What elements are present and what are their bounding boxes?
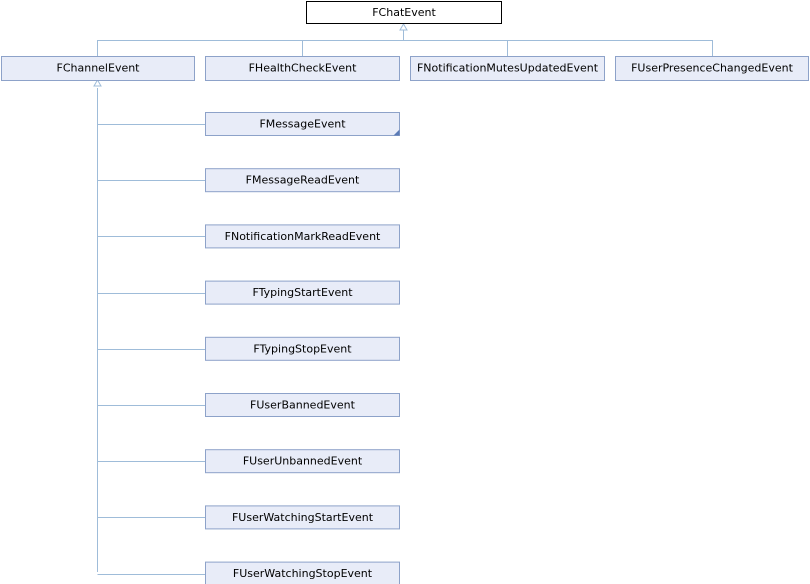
channel-branches — [97, 124, 206, 575]
node-box — [205, 56, 400, 81]
node-box — [306, 1, 502, 24]
class-node-channel-event[interactable]: FChannelEvent — [1, 56, 195, 81]
node-box — [205, 505, 400, 530]
arrowhead-root — [399, 23, 408, 31]
class-node-notification-mutes-event[interactable]: FNotificationMutesUpdatedEvent — [410, 56, 605, 81]
node-label: FNotificationMarkReadEvent — [225, 230, 381, 243]
node-box — [615, 56, 809, 81]
class-node-channel-child[interactable]: FUserUnbannedEvent — [205, 449, 400, 474]
node-label: FUserBannedEvent — [250, 399, 356, 412]
channel-event-subclasses: FMessageEventFMessageReadEventFNotificat… — [205, 112, 400, 584]
node-label: FTypingStopEvent — [253, 342, 352, 355]
node-label: FNotificationMutesUpdatedEvent — [417, 62, 599, 75]
node-box — [205, 561, 400, 584]
node-box — [205, 112, 400, 136]
class-node-channel-child[interactable]: FTypingStartEvent — [205, 280, 400, 305]
node-box — [205, 280, 400, 305]
node-box — [1, 56, 195, 81]
class-node-channel-child[interactable]: FMessageEvent — [205, 112, 400, 136]
node-label: FChannelEvent — [57, 62, 141, 75]
node-label: FMessageReadEvent — [246, 174, 360, 187]
node-label: FHealthCheckEvent — [249, 62, 357, 75]
node-box — [205, 449, 400, 474]
node-box — [205, 168, 400, 193]
arrowhead-channel — [93, 79, 102, 87]
class-node-channel-child[interactable]: FUserWatchingStartEvent — [205, 505, 400, 530]
class-node-user-presence-event[interactable]: FUserPresenceChangedEvent — [615, 56, 809, 81]
node-label: FUserPresenceChangedEvent — [631, 62, 793, 75]
class-node-channel-child[interactable]: FTypingStopEvent — [205, 336, 400, 361]
node-label: FUserUnbannedEvent — [243, 455, 363, 468]
node-box — [205, 393, 400, 417]
node-label: FTypingStartEvent — [252, 286, 353, 299]
node-label: FMessageEvent — [259, 118, 346, 131]
node-label: FUserWatchingStopEvent — [233, 567, 373, 580]
class-node-health-check-event[interactable]: FHealthCheckEvent — [205, 56, 400, 81]
class-node-channel-child[interactable]: FUserBannedEvent — [205, 393, 400, 417]
class-node-root[interactable]: FChatEvent — [306, 1, 502, 24]
node-label: FChatEvent — [372, 6, 436, 19]
node-box — [205, 336, 400, 361]
class-node-channel-child[interactable]: FMessageReadEvent — [205, 168, 400, 193]
node-box — [205, 224, 400, 249]
class-node-channel-child[interactable]: FUserWatchingStopEvent — [205, 561, 400, 584]
more-subclasses-marker-icon — [393, 129, 400, 136]
class-node-channel-child[interactable]: FNotificationMarkReadEvent — [205, 224, 400, 249]
node-box — [410, 56, 605, 81]
node-label: FUserWatchingStartEvent — [232, 511, 374, 524]
inheritance-edges — [93, 23, 713, 575]
